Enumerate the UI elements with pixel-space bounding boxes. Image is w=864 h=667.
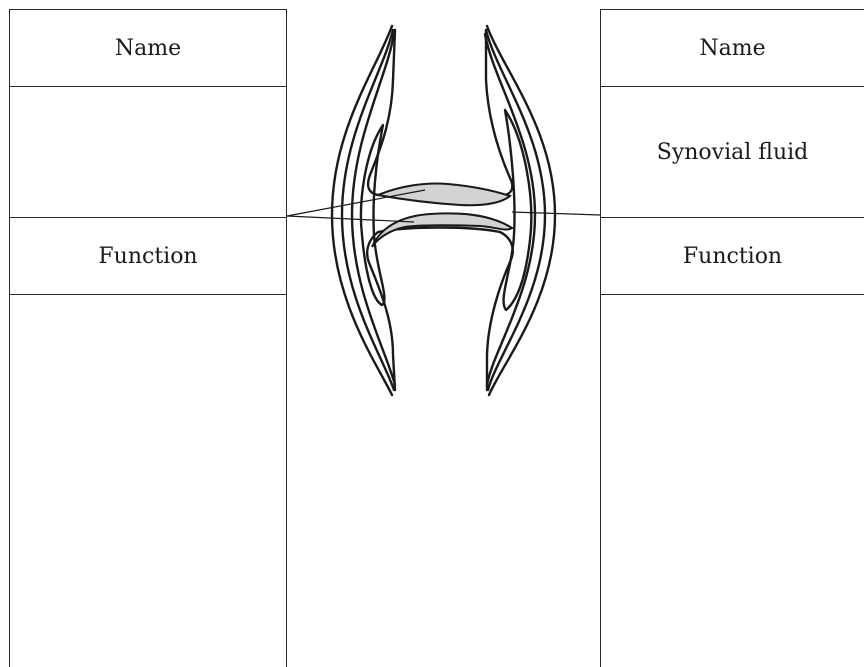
- right-synovial-pocket: [504, 110, 532, 310]
- leader-line-lower-cartilage: [287, 216, 414, 222]
- left-middle-capsule: [342, 30, 394, 390]
- left-synovial-pocket: [361, 125, 384, 305]
- leader-line-upper-cartilage: [287, 190, 425, 216]
- upper-cartilage: [378, 183, 510, 205]
